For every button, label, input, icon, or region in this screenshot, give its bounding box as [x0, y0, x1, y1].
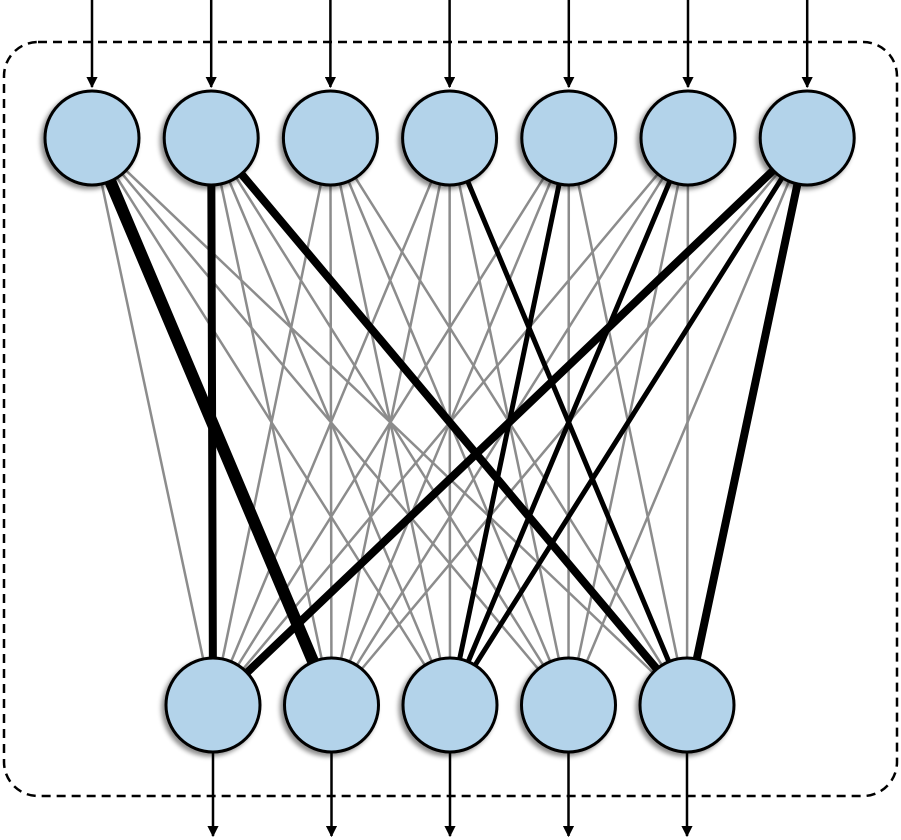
strong-edge-7-1	[240, 163, 780, 680]
weak-edge-4-1	[228, 176, 435, 667]
output-node-4	[520, 656, 617, 754]
strong-edge-7-3	[470, 172, 787, 671]
output-node-3	[401, 656, 499, 754]
input-node-4	[401, 89, 499, 187]
strong-edge-7-5	[691, 176, 803, 667]
strong-edges	[102, 163, 803, 680]
output-node-5	[638, 656, 736, 754]
strong-edge-2-5	[234, 167, 664, 676]
weak-edge-1-1	[99, 179, 206, 664]
input-node-3	[281, 89, 379, 187]
strong-edge-2-1	[207, 177, 217, 666]
input-node-1	[43, 89, 141, 187]
weak-edge-3-1	[220, 179, 323, 664]
input-node-6	[639, 89, 737, 187]
io-arrows	[86, 0, 813, 838]
weak-edge-7-4	[584, 176, 792, 667]
input-node-7	[758, 89, 856, 187]
output-node-1	[164, 656, 262, 754]
input-node-2	[162, 89, 260, 187]
nodes	[43, 89, 856, 754]
output-node-2	[283, 656, 380, 754]
strong-edge-6-3	[464, 175, 674, 668]
input-node-5	[520, 89, 618, 187]
